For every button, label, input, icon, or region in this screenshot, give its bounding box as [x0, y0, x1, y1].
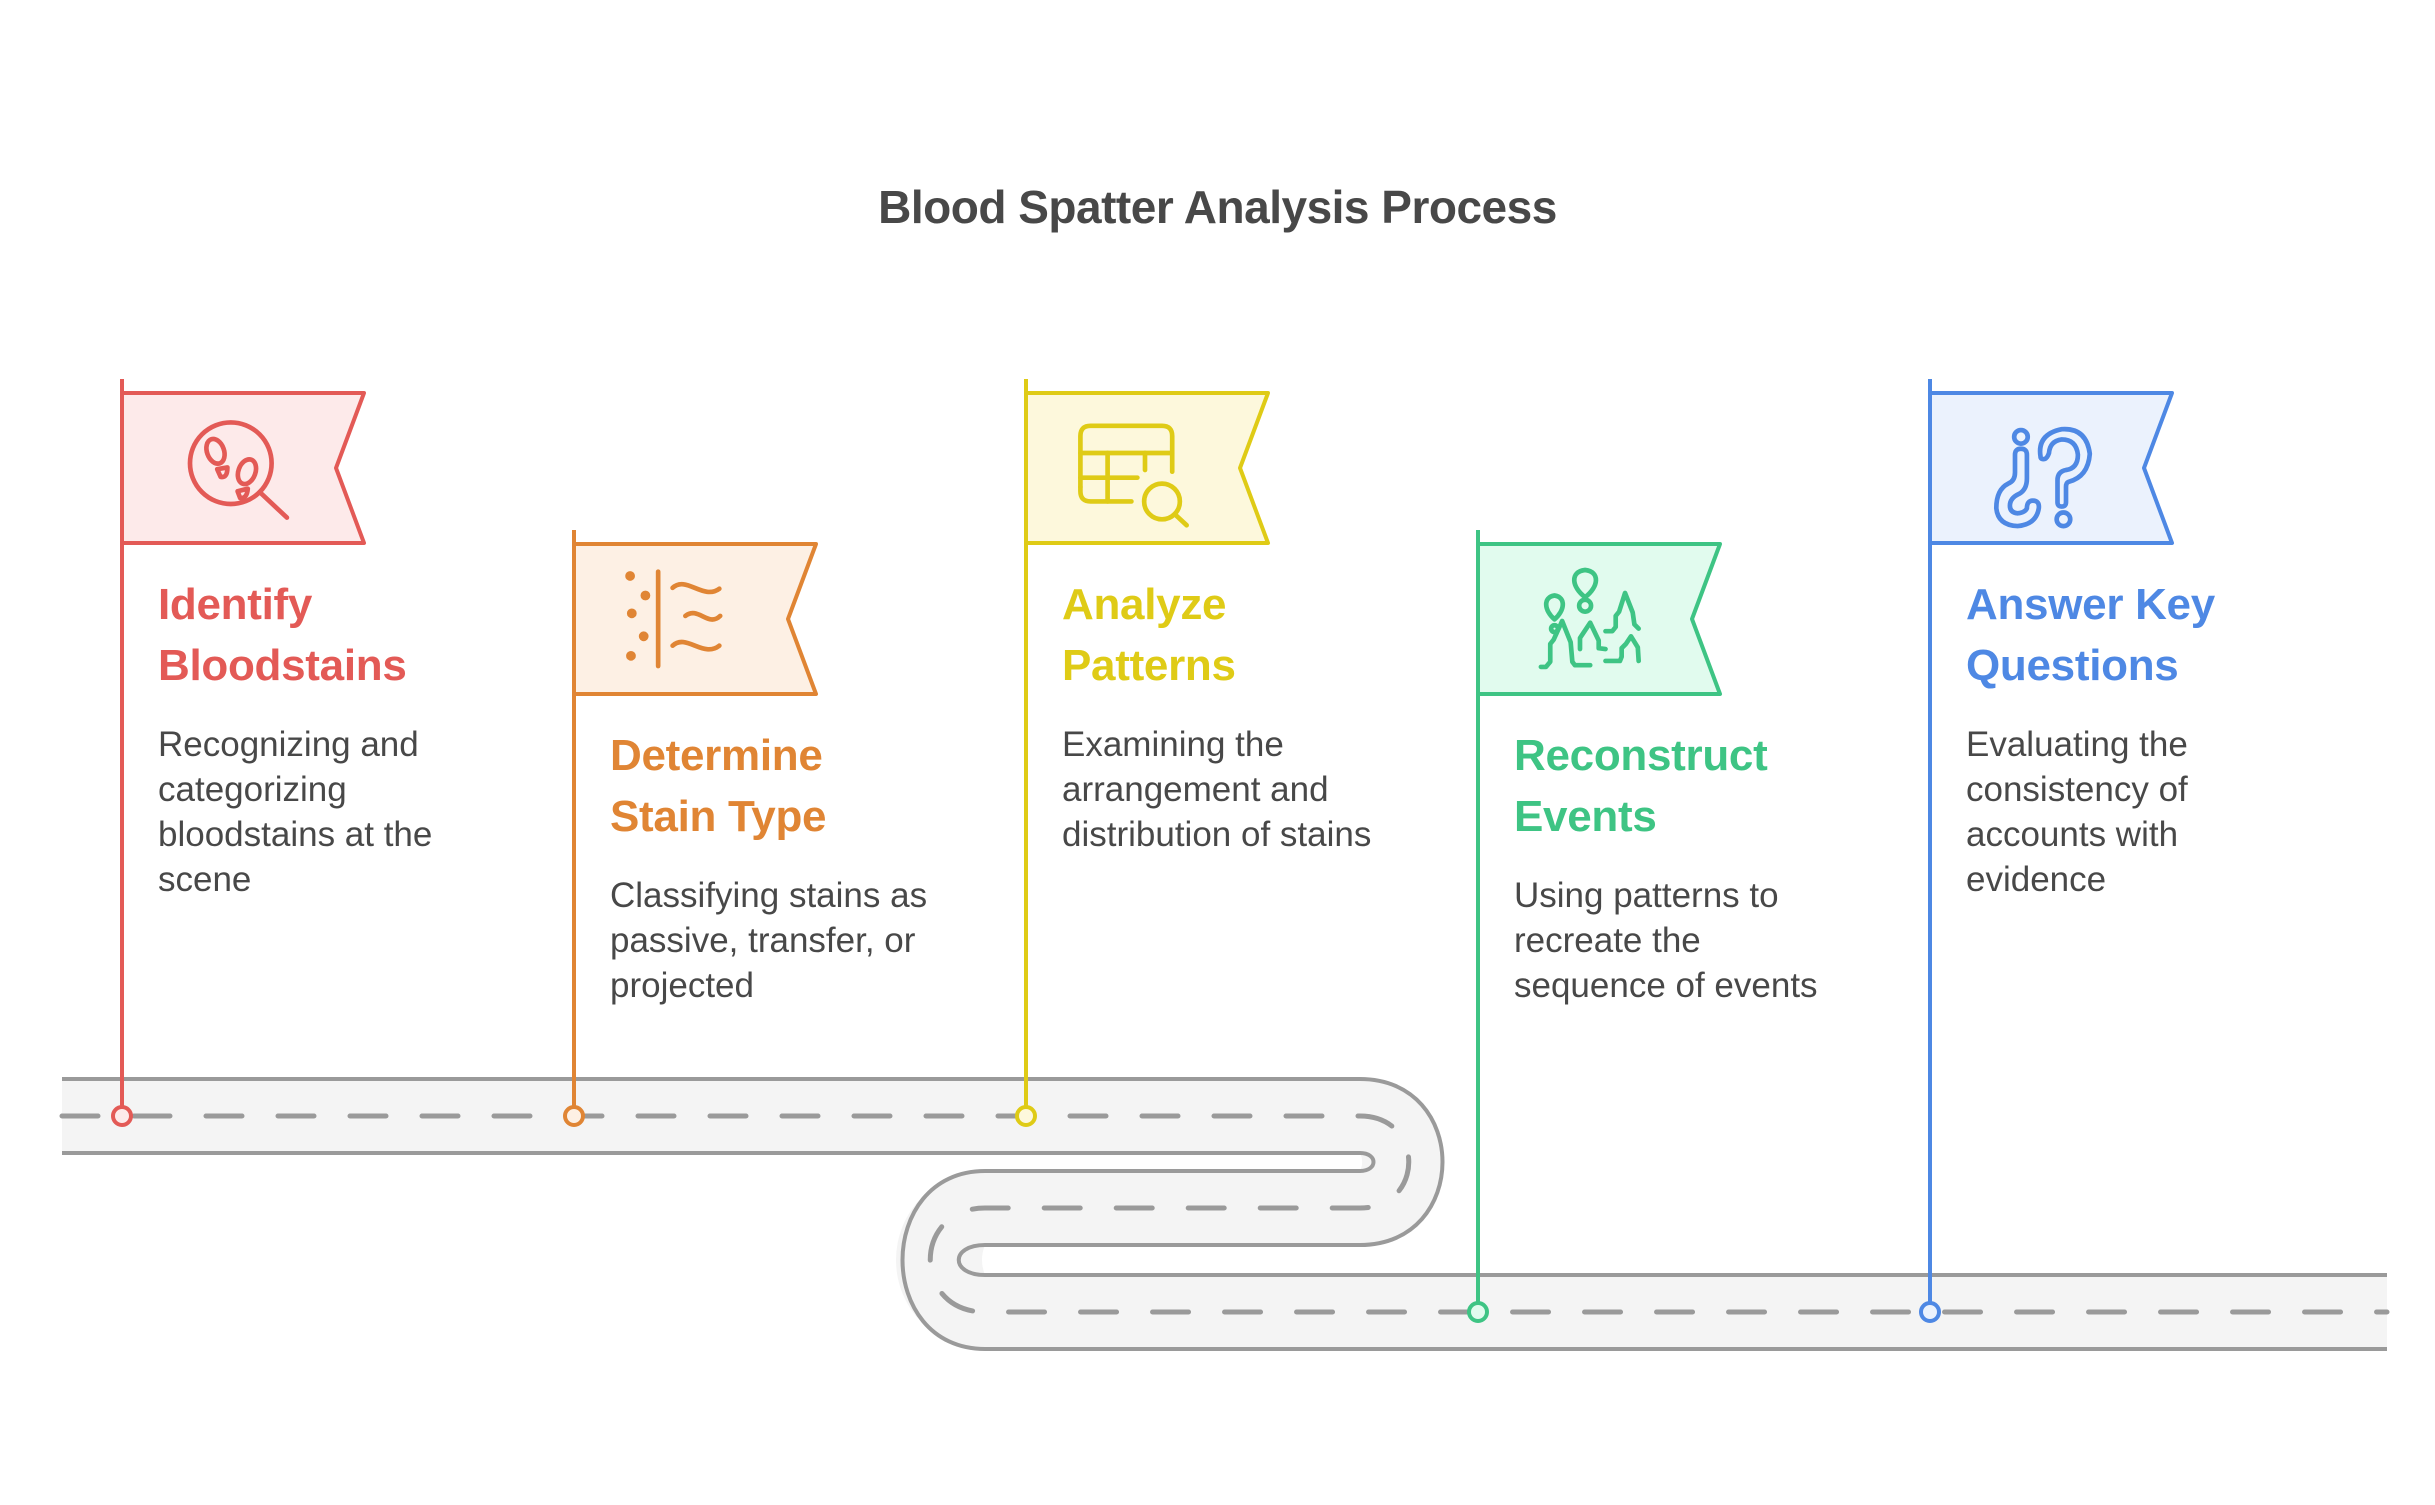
step-description-line: sequence of events	[1514, 966, 1818, 1005]
step-description-line: recreate the	[1514, 921, 1701, 960]
step-title-line: Analyze	[1062, 580, 1227, 629]
step-description-line: accounts with	[1966, 815, 2179, 854]
step-description-line: Evaluating the	[1966, 725, 2188, 764]
step-description-line: categorizing	[158, 770, 347, 809]
page-title: Blood Spatter Analysis Process	[878, 181, 1557, 233]
step-description-line: Classifying stains as	[610, 876, 928, 915]
road-surface	[62, 1079, 2387, 1349]
step-description-line: bloodstains at the	[158, 815, 433, 854]
step-description-line: Recognizing and	[158, 725, 419, 764]
step-title-line: Patterns	[1062, 641, 1236, 690]
step-description-line: passive, transfer, or	[610, 921, 916, 960]
step-marker-5	[1919, 379, 2174, 1323]
step-description-line: distribution of stains	[1062, 815, 1372, 854]
step-title-line: Stain Type	[610, 792, 827, 841]
step-description: Recognizing and categorizing bloodstains a…	[158, 722, 518, 902]
road-centerline	[59, 1113, 2390, 1315]
step-description-line: Using patterns to	[1514, 876, 1779, 915]
table-search-icon	[1078, 423, 1189, 528]
flag-banner	[572, 542, 818, 696]
map-pins-terrain-icon	[1538, 567, 1641, 670]
step-description-line: projected	[610, 966, 754, 1005]
step-title-line: Events	[1514, 792, 1657, 841]
step-title-line: Bloodstains	[158, 641, 407, 690]
step-marker-1	[111, 379, 366, 1127]
step-marker-3	[1015, 379, 1270, 1127]
road-pin	[1015, 1105, 1037, 1127]
step-title-line: Reconstruct	[1514, 731, 1768, 780]
step-description: Using patterns to recreate the sequence of…	[1514, 873, 1874, 1008]
step-marker-4	[1467, 530, 1722, 1323]
flag-banner	[1476, 542, 1722, 696]
step-description-line: arrangement and	[1062, 770, 1329, 809]
step-title-line: Questions	[1966, 641, 2179, 690]
road-edge-inner	[62, 1151, 2387, 1351]
flag-banner	[120, 391, 366, 545]
step-description-line: Examining the	[1062, 725, 1284, 764]
step-description: Evaluating the consistency of accounts wit…	[1966, 722, 2326, 902]
step-title-line: Answer Key	[1966, 580, 2215, 629]
road-pin	[1919, 1301, 1941, 1323]
step-title-line: Determine	[610, 731, 823, 780]
step-title-line: Identify	[158, 580, 313, 629]
step-description: Classifying stains as passive, transfer, …	[610, 873, 970, 1008]
road-pin	[563, 1105, 585, 1127]
road-pin	[111, 1105, 133, 1127]
dots-waves-icon	[625, 569, 723, 669]
step-description-line: consistency of	[1966, 770, 2188, 809]
step-description-line: scene	[158, 860, 252, 899]
road-pin	[1467, 1301, 1489, 1323]
question-marks-icon	[1993, 426, 2093, 529]
road-edge-outer	[62, 1077, 2387, 1277]
step-marker-2	[563, 530, 818, 1127]
flag-banner	[1928, 391, 2174, 545]
magnifier-footprints-icon	[187, 420, 290, 520]
step-description-line: evidence	[1966, 860, 2107, 899]
step-description: Examining the arrangement and distribution…	[1062, 722, 1422, 857]
winding-road	[59, 1077, 2390, 1351]
